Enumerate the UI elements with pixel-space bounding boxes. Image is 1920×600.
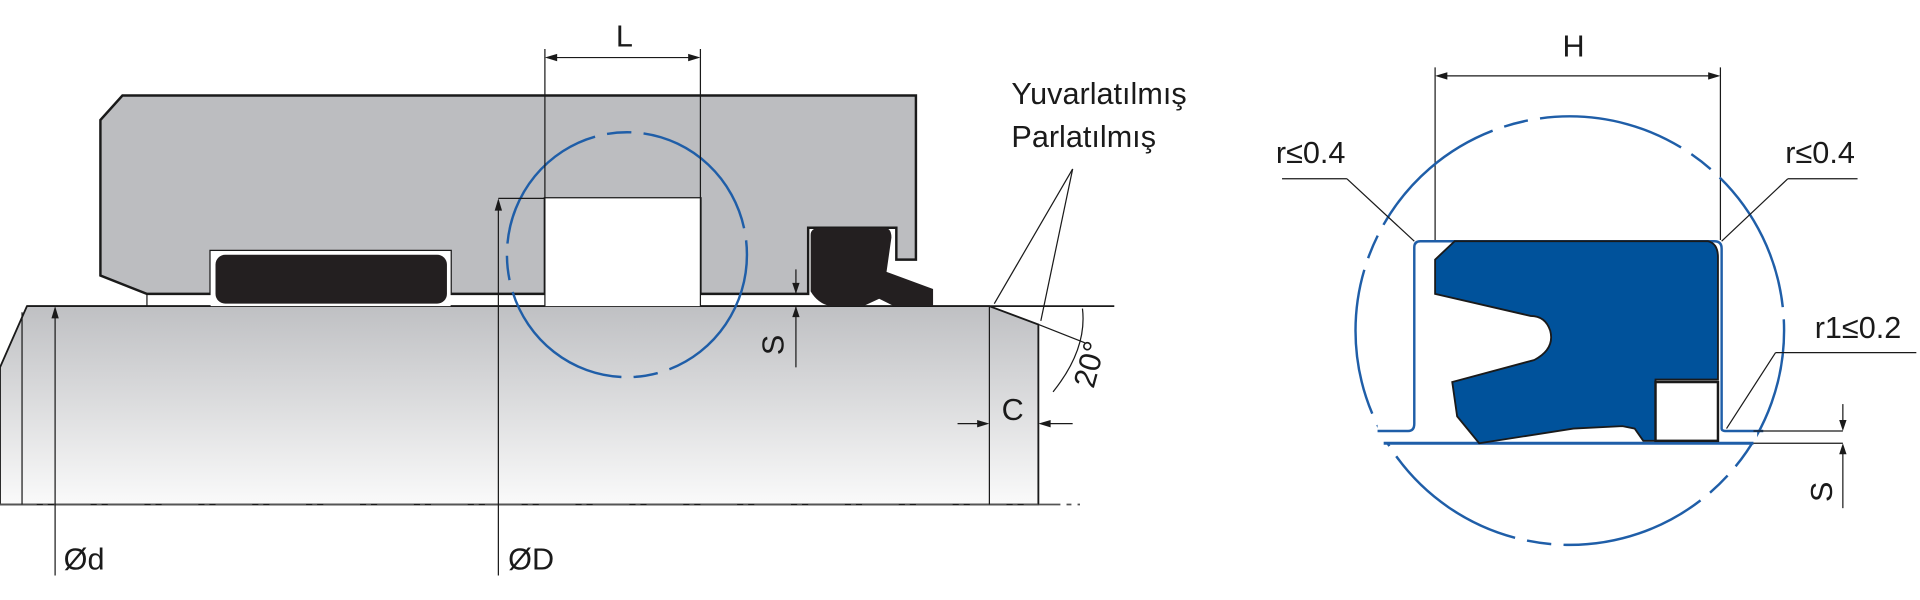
- dim-d: Ød: [64, 542, 105, 576]
- dim-C: C: [1002, 393, 1024, 427]
- dim-H-arrow-right: [1708, 72, 1721, 80]
- dim-S-right: S: [1805, 482, 1839, 502]
- dim-S-left-arrow-lower: [792, 306, 800, 318]
- dim-D: ØD: [508, 542, 554, 576]
- surface-leader-1: [993, 168, 1074, 304]
- leader-r-right: [1721, 178, 1789, 242]
- dim-S-left-arrow-upper: [792, 282, 800, 294]
- label-rounded: Yuvarlatılmış: [1011, 77, 1186, 111]
- dim-S-left: S: [757, 335, 791, 355]
- angle-leg: [1038, 323, 1086, 344]
- dim-D-arrow: [494, 198, 503, 211]
- dim-angle: 20°: [1067, 338, 1112, 392]
- dim-C-arrow-right: [1038, 420, 1051, 428]
- u-cup-seal: [1434, 240, 1719, 445]
- angle-arc: [1052, 308, 1084, 393]
- dim-L: L: [616, 20, 633, 54]
- dim-d-arrow: [51, 306, 59, 319]
- leader-r-left: [1346, 178, 1415, 242]
- detail-circle: [505, 131, 749, 379]
- dim-L-arrow-right: [688, 53, 701, 62]
- label-r-left: r≤0.4: [1276, 136, 1346, 170]
- leader-r1: [1726, 352, 1777, 429]
- label-r1: r1≤0.2: [1815, 311, 1902, 345]
- dim-H-arrow-left: [1435, 72, 1448, 80]
- label-r-right: r≤0.4: [1785, 136, 1855, 170]
- label-polished: Parlatılmış: [1011, 120, 1156, 154]
- wiper-seal: [810, 227, 934, 307]
- seal-groove: [544, 198, 701, 307]
- dim-S-right-arrow-upper: [1839, 420, 1847, 432]
- dim-H: H: [1562, 29, 1584, 63]
- backup-ring: [1654, 380, 1720, 443]
- dim-S-right-arrow-lower: [1839, 443, 1847, 455]
- detail-circle-enlarged: [1354, 115, 1786, 547]
- surface-leader-2: [1040, 168, 1074, 321]
- dim-L-arrow-left: [544, 53, 558, 62]
- rod: [0, 305, 1040, 506]
- dim-C-arrow-left: [977, 420, 990, 428]
- o-ring-seal: [215, 254, 447, 304]
